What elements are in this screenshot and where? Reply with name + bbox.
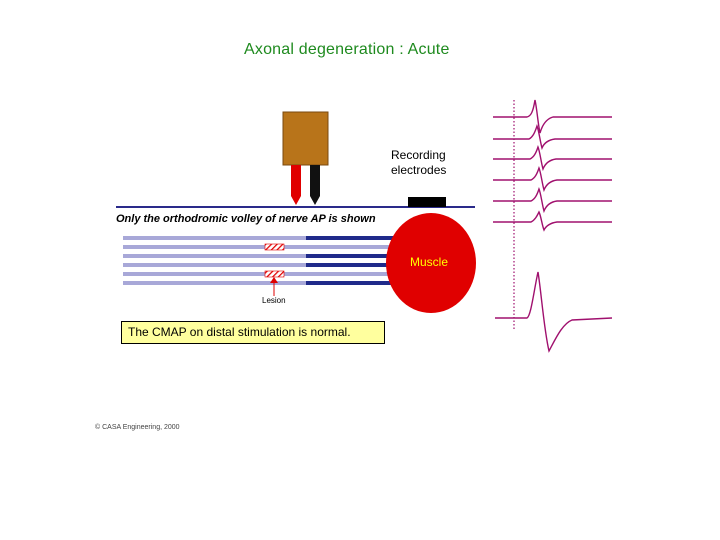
nerve-ap-trace: [493, 210, 612, 232]
waveform-panel: [493, 99, 613, 353]
axon-proximal-segment: [123, 272, 306, 276]
muscle-label: Muscle: [410, 255, 449, 269]
axon-proximal-segment: [123, 245, 306, 249]
axon-distal-segment: [306, 254, 398, 258]
cmap-note-box: The CMAP on distal stimulation is normal…: [121, 321, 385, 344]
nerve-ap-trace: [493, 99, 612, 134]
axon-distal-segment: [306, 281, 398, 285]
arrow-up-icon: [270, 277, 278, 296]
nerve-ap-trace: [493, 123, 612, 151]
axon-proximal-segment: [123, 254, 306, 258]
cmap-trace: [495, 271, 613, 353]
axon-proximal-segment: [123, 281, 306, 285]
muscle: [386, 213, 476, 313]
recording-label-line1: Recording: [391, 148, 446, 162]
stimulator-probe-icon: [282, 111, 329, 205]
lesion-marker: [264, 243, 285, 251]
axon-distal-segment: [306, 236, 398, 240]
recording-electrode-icon: [408, 197, 446, 207]
axon-distal-segment: [306, 263, 398, 267]
page-title: Axonal degeneration : Acute: [244, 41, 450, 58]
nerve-ap-trace: [493, 144, 612, 172]
axon-degenerated-segment: [306, 245, 398, 249]
lesion-marker: [264, 270, 285, 278]
lesion-label: Lesion: [262, 296, 286, 305]
axon-degenerated-segment: [306, 272, 398, 276]
recording-label-line2: electrodes: [391, 163, 447, 177]
copyright-text: © CASA Engineering, 2000: [95, 424, 180, 431]
axon-bundle: [123, 236, 398, 285]
axon-proximal-segment: [123, 236, 306, 240]
nerve-ap-trace: [493, 186, 612, 214]
axon-proximal-segment: [123, 263, 306, 267]
nerve-ap-trace: [493, 165, 612, 193]
recording-electrodes-label: Recording electrodes: [391, 148, 446, 178]
orthodromic-caption: Only the orthodromic volley of nerve AP …: [116, 213, 376, 225]
